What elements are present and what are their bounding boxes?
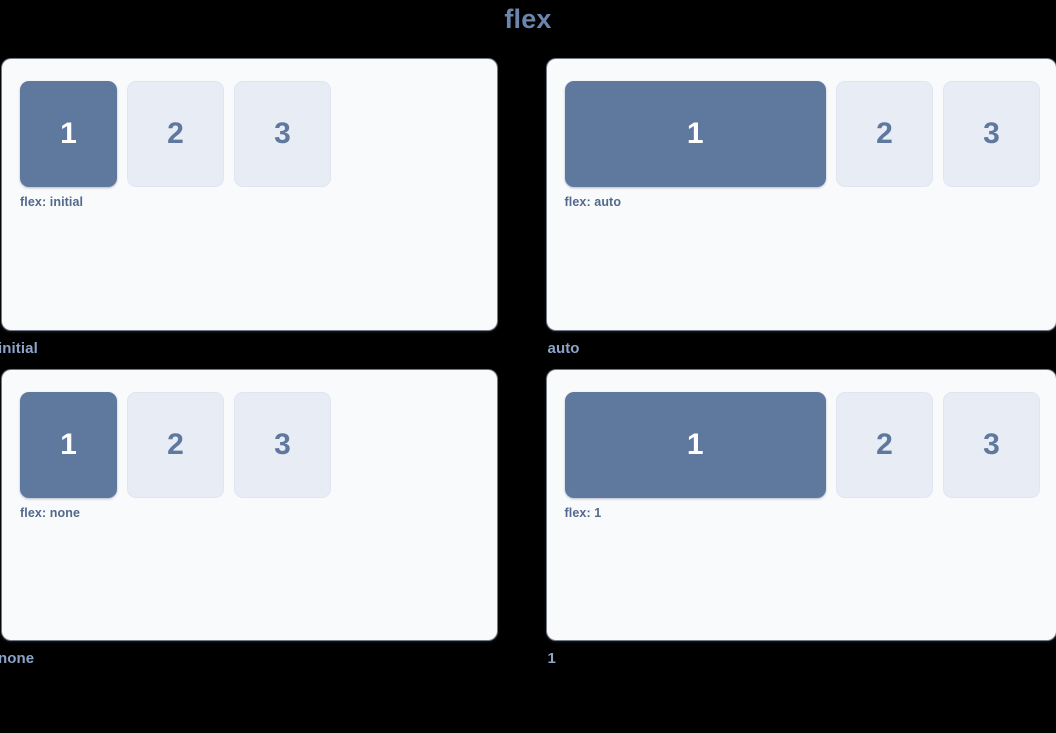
flex-item-label: 3 bbox=[274, 428, 291, 461]
flex-item-1: 1 bbox=[20, 81, 117, 187]
demo-panel-auto: 1 2 3 flex: auto bbox=[546, 59, 1056, 330]
demo-caption: flex: auto bbox=[564, 195, 622, 209]
flex-container-one: 1 2 3 bbox=[564, 392, 1040, 498]
demo-caption: flex: initial bbox=[20, 195, 84, 209]
demo-footer-label: 1 bbox=[547, 650, 556, 667]
flex-item-label: 1 bbox=[686, 428, 704, 461]
flex-item-label: 3 bbox=[274, 117, 291, 150]
demo-grid: 1 2 3 flex: initial initial 1 bbox=[0, 59, 1056, 680]
demo-panel-none: 1 2 3 flex: none bbox=[2, 370, 497, 640]
demo-cell-one: 1 2 3 flex: 1 1 bbox=[539, 370, 1056, 680]
flex-container-auto: 1 2 3 bbox=[564, 81, 1040, 187]
demo-footer-label: auto bbox=[547, 340, 580, 357]
flex-container-initial: 1 2 3 bbox=[20, 81, 481, 187]
flex-container-none: 1 2 3 bbox=[20, 392, 481, 498]
flex-item-label: 2 bbox=[876, 117, 893, 150]
demo-caption: flex: 1 bbox=[564, 506, 602, 520]
flex-item-3: 3 bbox=[943, 392, 1040, 498]
demo-footer-label: none bbox=[0, 650, 35, 667]
flex-item-1: 1 bbox=[564, 81, 826, 187]
demo-caption: flex: none bbox=[20, 506, 81, 520]
flex-item-2: 2 bbox=[127, 81, 224, 187]
flex-item-2: 2 bbox=[836, 81, 933, 187]
flex-item-label: 2 bbox=[167, 428, 184, 461]
flex-item-2: 2 bbox=[836, 392, 933, 498]
demo-cell-none: 1 2 3 flex: none none bbox=[0, 370, 518, 680]
demo-footer-label: initial bbox=[0, 340, 38, 357]
flex-item-label: 1 bbox=[60, 428, 77, 461]
flex-item-label: 1 bbox=[60, 117, 77, 150]
demo-cell-auto: 1 2 3 flex: auto auto bbox=[539, 59, 1056, 370]
flex-item-3: 3 bbox=[234, 392, 331, 498]
flex-item-label: 3 bbox=[983, 117, 1000, 150]
flex-item-2: 2 bbox=[127, 392, 224, 498]
flex-item-3: 3 bbox=[943, 81, 1040, 187]
flex-item-label: 2 bbox=[167, 117, 184, 150]
flex-item-label: 2 bbox=[876, 428, 893, 461]
flex-item-label: 3 bbox=[983, 428, 1000, 461]
demo-cell-initial: 1 2 3 flex: initial initial bbox=[0, 59, 518, 370]
demo-panel-initial: 1 2 3 flex: initial bbox=[2, 59, 497, 330]
flex-item-3: 3 bbox=[234, 81, 331, 187]
flex-item-1: 1 bbox=[20, 392, 117, 498]
demo-panel-one: 1 2 3 flex: 1 bbox=[546, 370, 1056, 640]
page-title: flex bbox=[504, 4, 552, 34]
flex-item-label: 1 bbox=[686, 117, 704, 150]
flex-item-1: 1 bbox=[564, 392, 826, 498]
